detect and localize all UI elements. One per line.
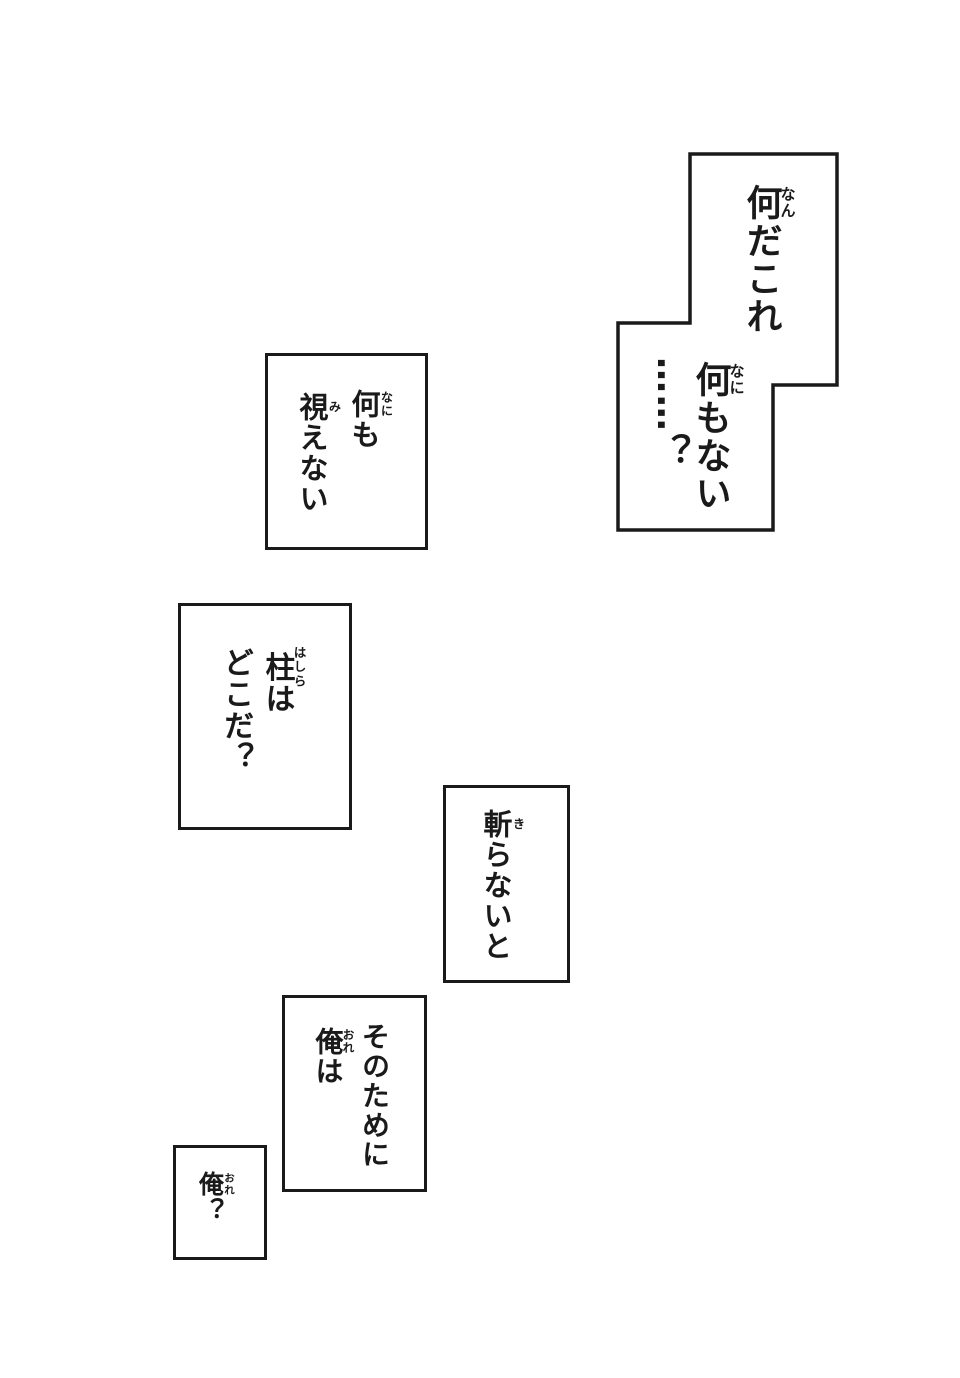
speech-panel-must-slash: 斬きらないと <box>443 785 570 983</box>
dialogue-column: 斬きらないと <box>479 809 525 962</box>
ruby-annotated-text: 何なん <box>740 184 797 222</box>
dialogue-column: そのために <box>358 1022 391 1169</box>
dialogue-column: 俺おれ？ <box>195 1171 236 1224</box>
ruby-annotated-text: 何なに <box>347 389 393 420</box>
dialogue-column: 柱はしらは <box>259 646 307 715</box>
ruby-annotated-text: 俺おれ <box>311 1027 356 1057</box>
furigana: み <box>327 392 341 423</box>
ruby-annotated-text: 俺おれ <box>195 1171 236 1198</box>
speech-balloon-what-is-this: 何なんだこれ 何なにもない ……？ <box>612 150 842 534</box>
furigana: おれ <box>223 1171 235 1198</box>
dialogue-column: 視みえない <box>295 392 341 514</box>
furigana: き <box>511 809 525 840</box>
furigana: なに <box>379 389 393 420</box>
speech-balloon-outline <box>616 152 839 532</box>
furigana: はしら <box>291 646 307 689</box>
speech-panel-me: 俺おれ？ <box>173 1145 267 1260</box>
dialogue-column: 何なにも <box>347 389 393 450</box>
dialogue-column: 何なんだこれ <box>740 184 797 336</box>
ruby-annotated-text: 斬き <box>479 809 525 840</box>
ruby-annotated-text: 視み <box>295 392 341 423</box>
speech-panel-cant-see: 何なにも 視みえない <box>265 353 428 550</box>
ruby-annotated-text: 何なに <box>689 361 746 399</box>
dialogue-column: ……？ <box>649 357 690 471</box>
dialogue-column: 何なにもない <box>689 361 746 513</box>
furigana: なに <box>727 361 745 399</box>
furigana: なん <box>778 184 796 222</box>
furigana: おれ <box>341 1027 355 1057</box>
speech-panel-where-is-pillar: 柱はしらは どこだ？ <box>178 603 352 830</box>
dialogue-column: どこだ？ <box>218 647 253 773</box>
dialogue-column: 俺おれは <box>311 1027 356 1086</box>
ruby-annotated-text: 柱はしら <box>259 646 307 689</box>
speech-panel-for-that-i: そのために 俺おれは <box>282 995 427 1192</box>
